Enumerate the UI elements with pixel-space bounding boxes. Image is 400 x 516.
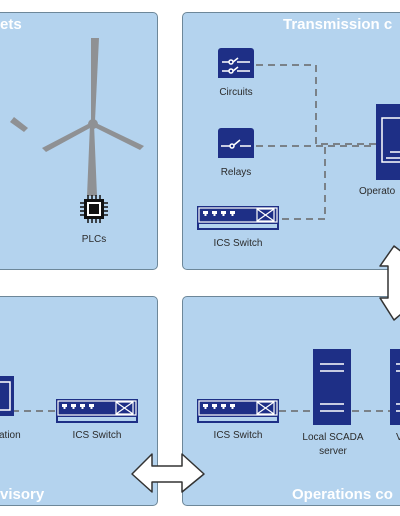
transmission-connectors — [256, 64, 378, 220]
ics-switch-supervisory-label: ICS Switch — [72, 430, 122, 441]
ics-switch-icon-supervisory — [56, 399, 138, 423]
right-server-label: V — [396, 432, 400, 443]
transmission-panel-title: Transmission c — [283, 16, 393, 33]
right-server-icon — [390, 349, 400, 425]
plcs-label: PLCs — [81, 234, 107, 245]
horizontal-double-arrow-icon — [131, 453, 205, 493]
relays-label: Relays — [220, 167, 252, 178]
circuits-label: Circuits — [219, 87, 253, 98]
wind-turbine-icon-right — [42, 38, 144, 196]
local-scada-label-line1: Local SCADA — [302, 432, 364, 443]
operator-label: Operato — [359, 186, 396, 197]
circuits-icon — [218, 48, 254, 84]
wind-turbine-icon-left — [10, 117, 28, 132]
operations-panel-title: Operations co — [292, 486, 393, 503]
ics-switch-transmission-label: ICS Switch — [213, 238, 263, 249]
operator-workstation-icon — [376, 104, 400, 180]
station-workstation-icon — [0, 376, 14, 416]
local-scada-label-line2: server — [319, 446, 347, 457]
plc-chip-icon — [80, 195, 108, 223]
station-label: ation — [0, 430, 21, 441]
vertical-double-arrow-icon — [379, 245, 400, 321]
ics-switch-icon-transmission — [197, 206, 279, 230]
supervisory-panel-title: visory — [0, 486, 45, 503]
relays-icon — [218, 128, 254, 164]
ics-switch-operations-label: ICS Switch — [213, 430, 263, 441]
assets-panel-title: ets — [0, 16, 22, 33]
local-scada-server-icon — [313, 349, 351, 425]
ics-switch-icon-operations — [197, 399, 279, 423]
